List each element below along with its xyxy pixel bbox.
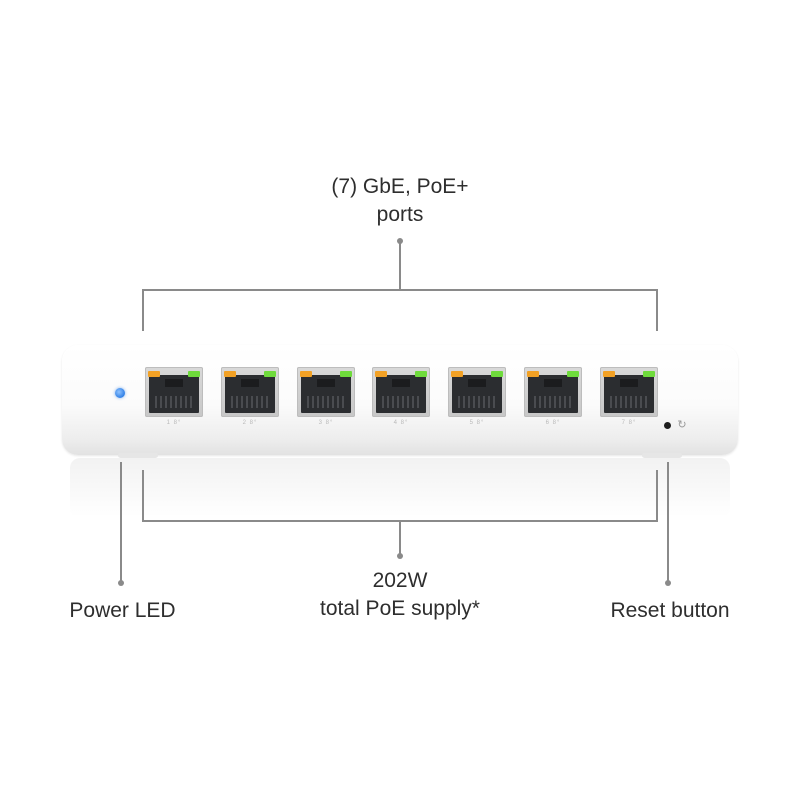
reset-callout-dot [665,580,671,586]
ethernet-port-4[interactable] [372,367,430,417]
ethernet-port-7[interactable] [600,367,658,417]
reset-icon: ↻ [677,419,687,431]
reset-callout-stem [667,462,669,582]
ports-callout-stem [399,241,401,290]
poe-callout-stem [399,520,401,556]
power-led-label: Power LED [69,599,176,622]
port-led-amber [148,371,160,377]
port-led-green [491,371,503,377]
ports-callout-line1: (7) GbE, PoE+ [331,175,469,198]
poe-callout-dot [397,553,403,559]
ports-callout-label: (7) GbE, PoE+ ports [250,173,550,229]
ethernet-port-6[interactable] [524,367,582,417]
rj45-jack [301,375,351,413]
port-led-amber [224,371,236,377]
poe-bracket-left [142,470,144,522]
ethernet-port-1[interactable] [145,367,203,417]
port-led-green [643,371,655,377]
port-led-amber [603,371,615,377]
rj45-jack [149,375,199,413]
port-led-amber [375,371,387,377]
power-led-indicator [115,388,125,398]
port-led-amber [300,371,312,377]
port-number-label: 2 8° [242,420,258,426]
port-led-green [264,371,276,377]
ethernet-port-2[interactable] [221,367,279,417]
port-led-amber [451,371,463,377]
device-foot-left [118,453,158,458]
device-reflection [70,458,730,518]
poe-callout-label: 202W total PoE supply* [250,567,550,623]
rj45-jack [452,375,502,413]
port-number-label: 5 8° [469,420,485,426]
port-number-label: 3 8° [318,420,334,426]
ports-bracket-left [142,289,144,331]
reset-button[interactable] [664,422,671,429]
poe-callout-line2: total PoE supply* [320,597,480,620]
rj45-jack [528,375,578,413]
ethernet-port-3[interactable] [297,367,355,417]
port-led-green [567,371,579,377]
port-number-label: 7 8° [621,420,637,426]
rj45-jack [604,375,654,413]
port-led-green [415,371,427,377]
poe-callout-line1: 202W [372,569,428,592]
ports-callout-line2: ports [376,203,424,226]
port-number-label: 4 8° [393,420,409,426]
ethernet-port-5[interactable] [448,367,506,417]
port-led-amber [527,371,539,377]
ports-bracket-top [142,289,658,291]
ports-bracket-right [656,289,658,331]
port-number-label: 6 8° [545,420,561,426]
power-led-callout-dot [118,580,124,586]
power-led-callout-stem [120,462,122,582]
device-foot-right [642,453,682,458]
poe-bracket-right [656,470,658,522]
reset-button-label: Reset button [610,599,730,622]
port-led-green [340,371,352,377]
port-led-green [188,371,200,377]
port-number-label: 1 8° [166,420,182,426]
rj45-jack [376,375,426,413]
rj45-jack [225,375,275,413]
